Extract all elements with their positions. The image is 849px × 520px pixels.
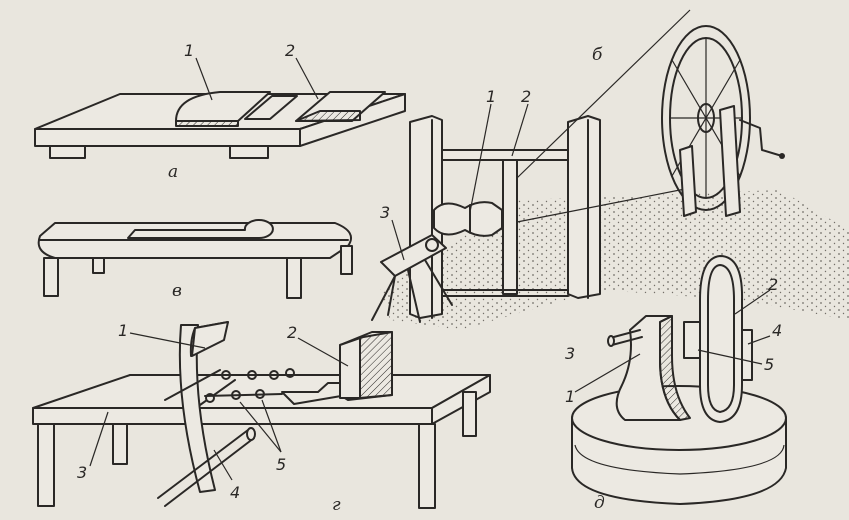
- panel-a-leader-2: [295, 57, 319, 100]
- panel-v-drawing: [37, 219, 353, 299]
- panel-g-leader-2: [297, 337, 349, 367]
- panel-a-letter: а: [168, 162, 178, 182]
- panel-d-drawing: [571, 255, 787, 505]
- panel-a-drawing: [34, 91, 406, 159]
- panel-g-callout-2: 2: [287, 323, 297, 342]
- panel-g-letter: г: [332, 495, 341, 515]
- panel-b-leader-2: [511, 103, 529, 157]
- panel-d-callout-3: 3: [565, 344, 575, 363]
- panel-a-leader-1: [195, 57, 213, 101]
- panel-d-callout-5: 5: [764, 355, 774, 374]
- panel-g-leader-3: [89, 411, 109, 467]
- panel-b-callout-2: 2: [521, 87, 531, 106]
- panel-d-callout-1: 1: [565, 387, 575, 406]
- panel-g-leader-5a: [239, 401, 282, 453]
- panel-b-callout-3: 3: [380, 203, 390, 222]
- panel-g-drawing: [32, 321, 491, 509]
- panel-d-leader-4: [747, 335, 771, 345]
- panel-g-leader-4: [213, 449, 233, 481]
- panel-v-letter: в: [172, 281, 182, 301]
- panel-g-callout-4: 4: [230, 483, 240, 502]
- panel-b-leader-3: [391, 219, 405, 261]
- panel-g-callout-1: 1: [118, 321, 128, 340]
- panel-b-leader-1: [469, 103, 492, 213]
- panel-g-leader-5b: [261, 399, 282, 453]
- panel-d-leader-5: [697, 349, 763, 365]
- panel-a-callout-2: 2: [285, 41, 295, 60]
- panel-d-leader-1: [574, 353, 641, 393]
- panel-a-callout-1: 1: [184, 41, 194, 60]
- panel-d-callout-2: 2: [768, 275, 778, 294]
- panel-g-callout-3: 3: [77, 463, 87, 482]
- panel-d-letter: д: [594, 493, 605, 513]
- panel-d-leader-2: [734, 289, 771, 315]
- panel-b-callout-1: 1: [486, 87, 496, 106]
- panel-d-callout-4: 4: [772, 321, 782, 340]
- panel-b-letter: б: [592, 45, 603, 65]
- panel-g-callout-5: 5: [276, 455, 286, 474]
- panel-g-leader-1: [129, 332, 206, 349]
